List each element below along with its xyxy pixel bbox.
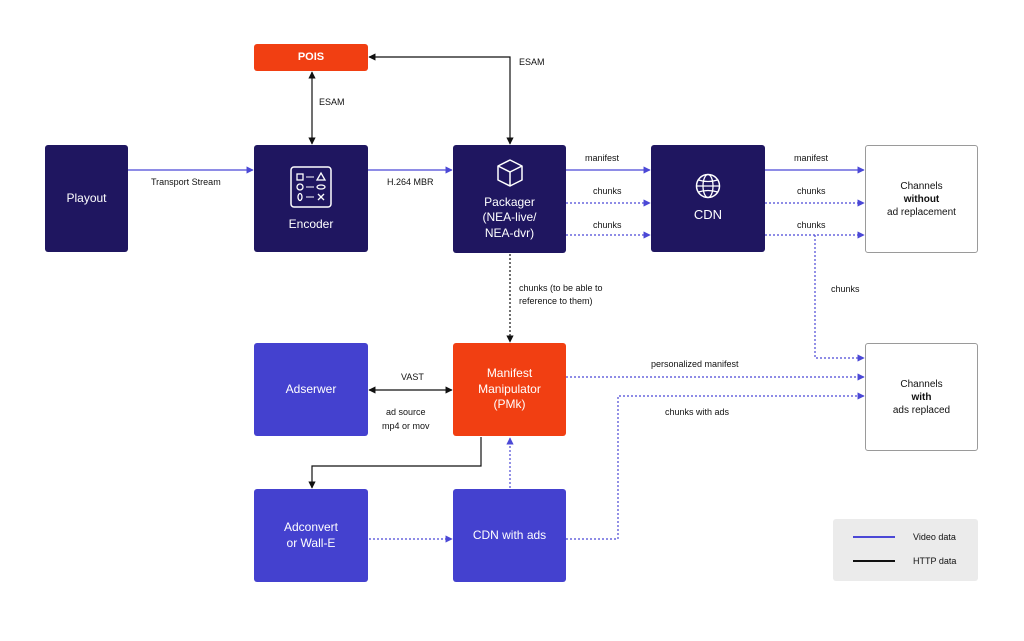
adserwer-label: Adserwer [285, 381, 337, 396]
chunks-ref-label-2: reference to them) [519, 296, 593, 306]
channels-without-label-3: ad replacement [887, 206, 956, 218]
manifest-label-2: manifest [794, 153, 829, 163]
channels-without-label-1: Channels [900, 180, 943, 192]
h264-label: H.264 MBR [387, 177, 434, 187]
ad-source-label-2: mp4 or mov [382, 421, 430, 431]
chunks-label-1: chunks [593, 186, 622, 196]
cdn-box: CDN [651, 145, 765, 252]
pmk-label-3: (PMk) [493, 397, 526, 412]
legend-http-label: HTTP data [913, 556, 957, 566]
chunks-label-4: chunks [797, 220, 826, 230]
cdn-ads-label: CDN with ads [472, 527, 547, 542]
chunks-ref-label-1: chunks (to be able to [519, 283, 603, 293]
legend-video-label: Video data [913, 532, 956, 542]
esam-label-right: ESAM [519, 57, 545, 67]
chunks-down-arrow [814, 235, 865, 362]
encoder-label: Encoder [288, 216, 334, 231]
chunks-with-ads-arrow [566, 392, 865, 540]
legend-http: HTTP data [853, 556, 956, 566]
cdn-ads-box: CDN with ads [453, 489, 566, 582]
transport-stream-label: Transport Stream [151, 177, 221, 187]
adconvert-label-1: Adconvert [283, 519, 339, 534]
cube-icon [496, 158, 523, 187]
adserwer-box: Adserwer [254, 343, 368, 436]
globe-icon [695, 173, 721, 199]
vast-label: VAST [401, 372, 424, 382]
chunks-down-label: chunks [831, 284, 860, 294]
adconvert-box: Adconvert or Wall-E [254, 489, 368, 582]
channels-with-label-1: Channels [900, 378, 943, 390]
chunks-label-3: chunks [797, 186, 826, 196]
playout-label: Playout [66, 190, 107, 205]
channels-with-label-2: with [911, 391, 932, 403]
chunks-with-ads-label: chunks with ads [665, 407, 730, 417]
packager-box: Packager (NEA-live/ NEA-dvr) [453, 145, 566, 253]
manifest-label-1: manifest [585, 153, 620, 163]
chunks-label-2: chunks [593, 220, 622, 230]
playout-box: Playout [45, 145, 128, 252]
pmk-to-adconvert-arrow [308, 437, 482, 489]
packager-label-2: (NEA-live/ [482, 210, 537, 225]
channels-without-box: Channels without ad replacement [865, 145, 978, 253]
pmk-label-1: Manifest [486, 366, 533, 381]
adconvert-label-2: or Wall-E [286, 535, 336, 550]
encoder-box: Encoder [254, 145, 368, 252]
channels-with-box: Channels with ads replaced [865, 343, 978, 451]
esam-link-pois-packager [368, 53, 514, 145]
pois-box: POIS [254, 44, 368, 71]
channels-without-label-2: without [903, 193, 940, 205]
personalized-manifest-label: personalized manifest [651, 359, 739, 369]
pmk-box: Manifest Manipulator (PMk) [453, 343, 566, 436]
ad-source-label-1: ad source [386, 407, 426, 417]
esam-label-left: ESAM [319, 97, 345, 107]
shapes-transform-icon [290, 165, 332, 208]
legend-video-swatch [853, 536, 895, 538]
legend-video: Video data [853, 532, 956, 542]
legend: Video data HTTP data [833, 519, 978, 581]
channels-with-label-3: ads replaced [892, 404, 951, 416]
legend-http-swatch [853, 560, 895, 562]
cdn-label: CDN [693, 207, 723, 223]
pmk-label-2: Manipulator [478, 381, 541, 396]
packager-label-3: NEA-dvr) [484, 225, 535, 240]
packager-label-1: Packager [484, 194, 535, 209]
pois-label: POIS [297, 51, 325, 64]
